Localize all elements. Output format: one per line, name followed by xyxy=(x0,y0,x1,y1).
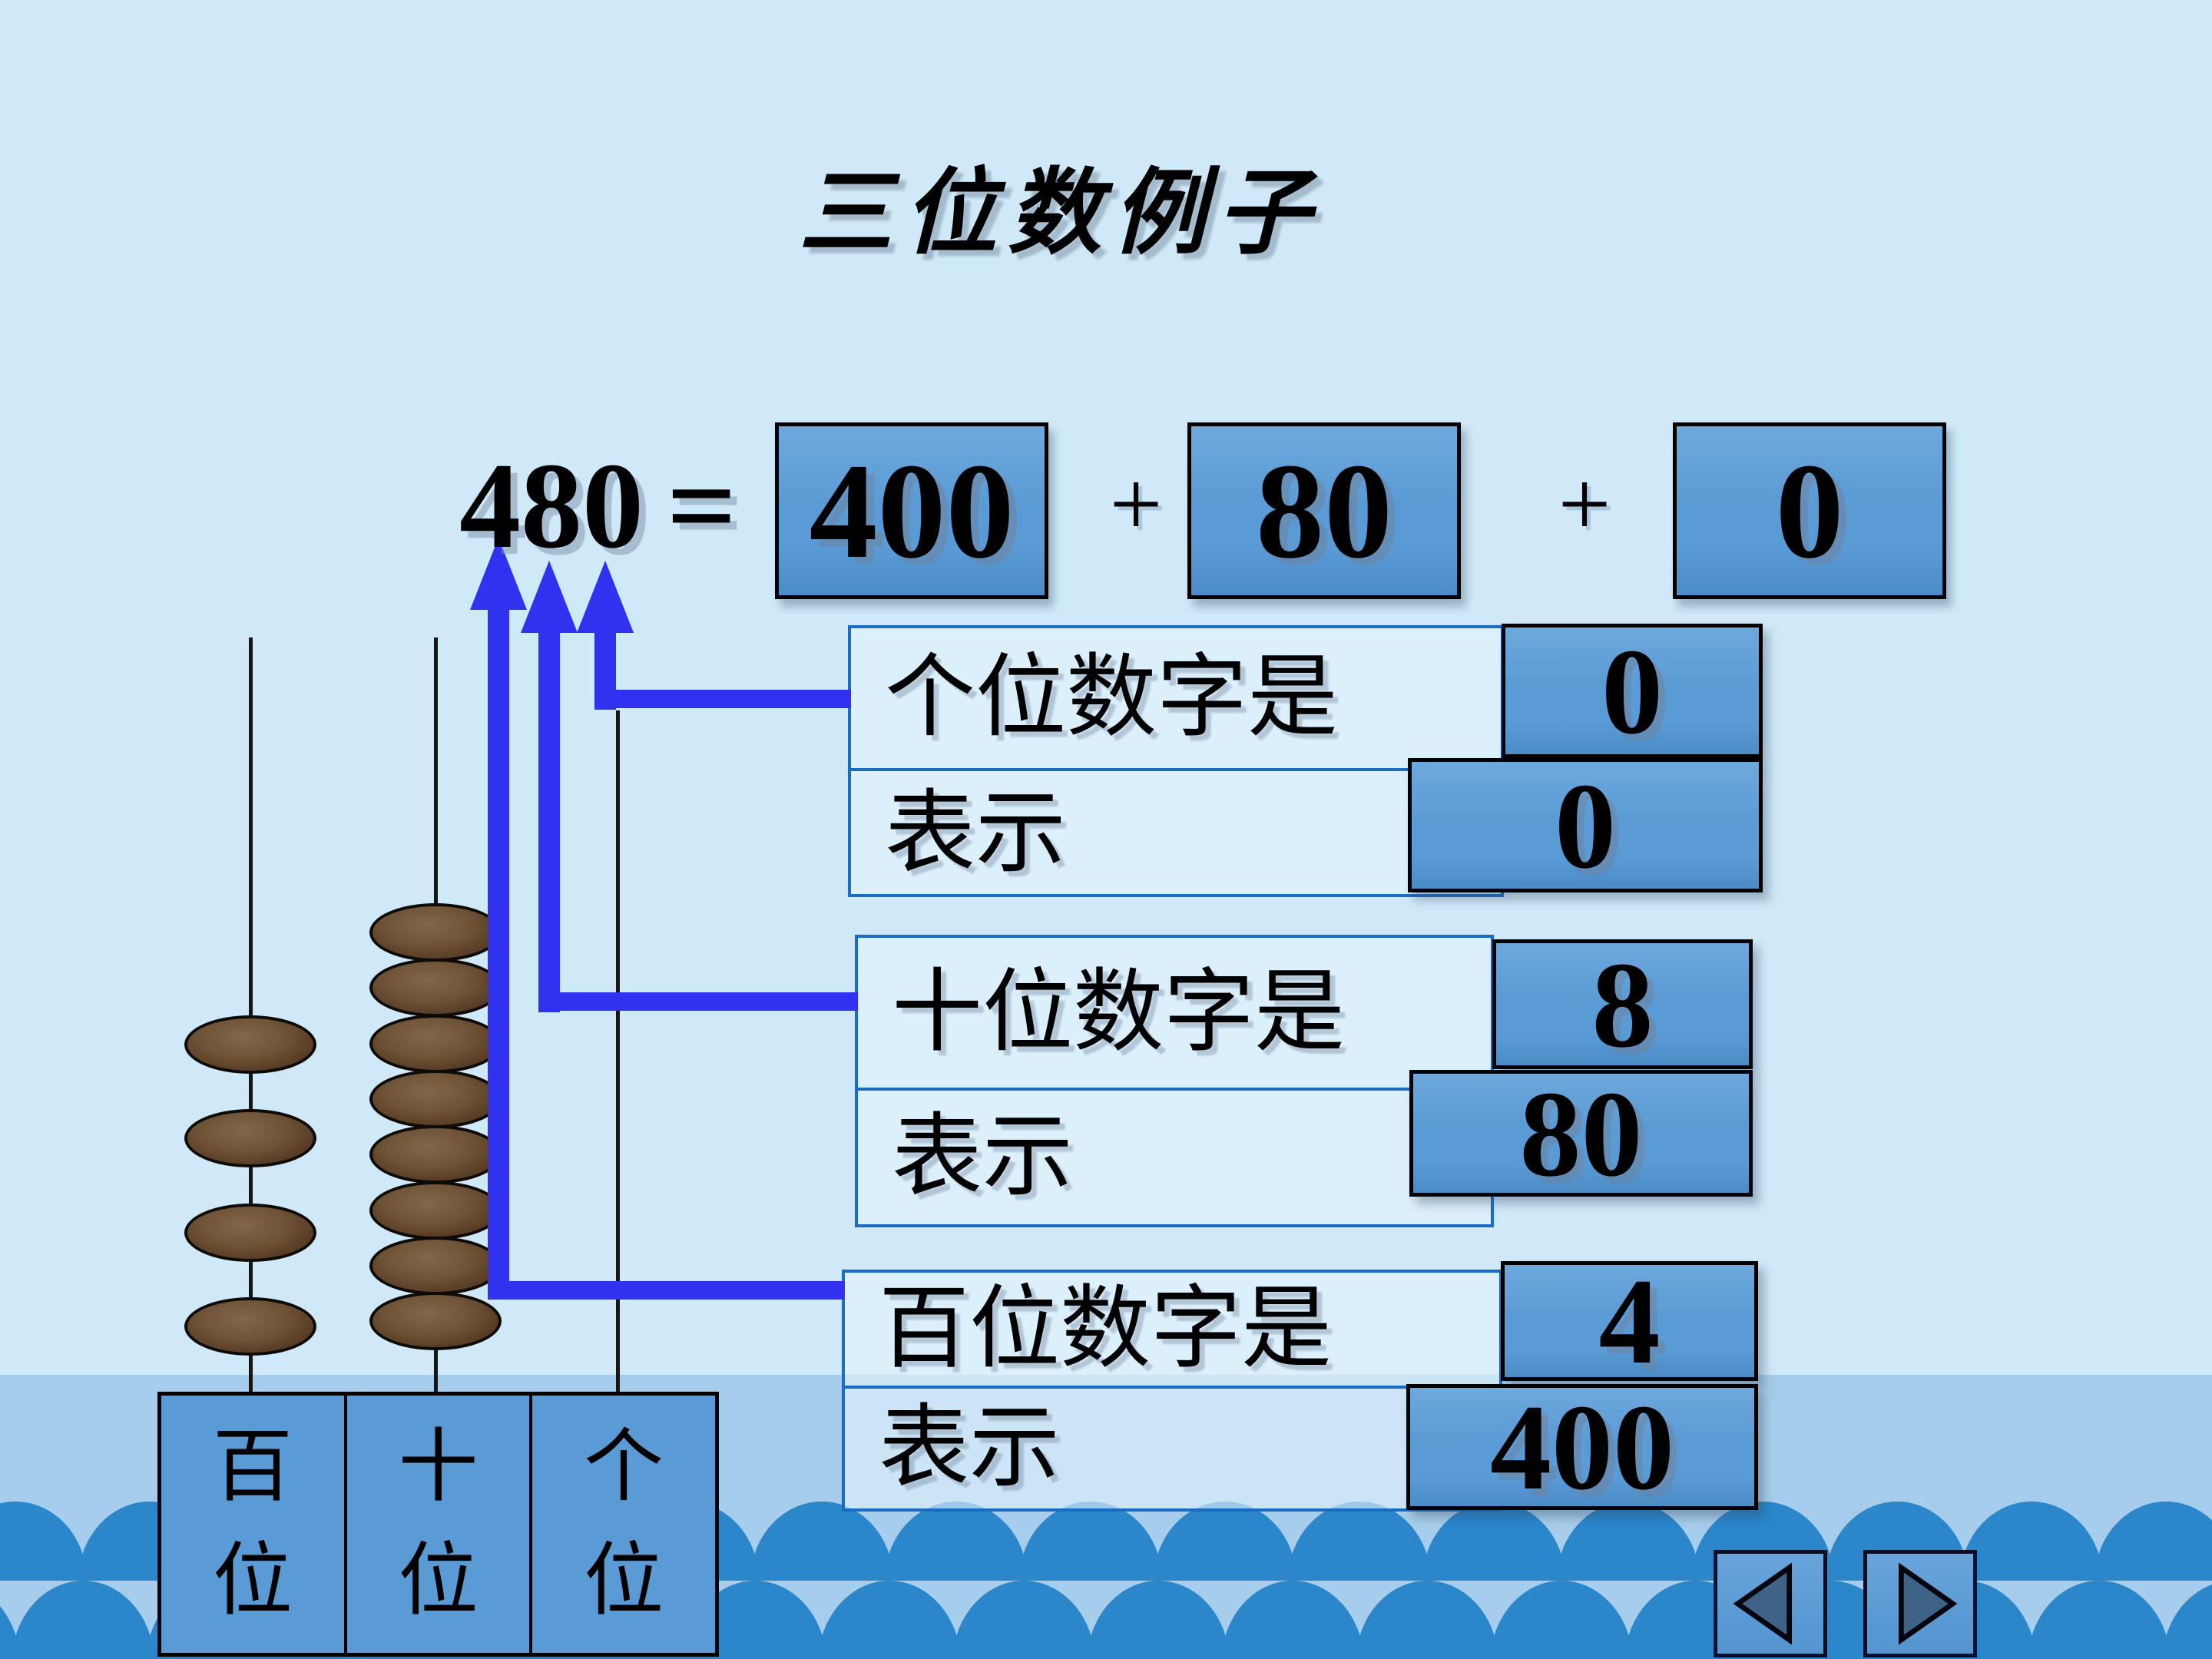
hundreds-digit-label: 百位数字是 xyxy=(879,1278,1333,1379)
tens-arrow-shaft xyxy=(538,630,560,1012)
place-char: 位 xyxy=(212,1536,293,1625)
tens-digit-row: 十位数字是 xyxy=(858,938,1491,1088)
place-char: 个 xyxy=(584,1422,664,1512)
tens-digit-value-box: 8 xyxy=(1492,939,1753,1069)
tens-arrow-icon xyxy=(521,561,578,633)
place-char: 位 xyxy=(584,1536,664,1625)
hundreds-represents-value-box: 400 xyxy=(1406,1384,1758,1510)
abacus-bead xyxy=(369,903,502,962)
hundreds-arrow-connector xyxy=(488,1281,845,1300)
term-box-hundreds: 400 xyxy=(775,422,1048,599)
next-slide-button[interactable] xyxy=(1863,1550,1977,1657)
abacus-bead xyxy=(369,959,502,1017)
abacus-bead xyxy=(184,1297,316,1356)
ones-place-cell: 个 位 xyxy=(532,1396,715,1653)
place-label-box: 百 位 十 位 个 位 xyxy=(157,1392,719,1657)
represents-label: 表示 xyxy=(879,1398,1061,1498)
ones-digit-value: 0 xyxy=(1601,622,1663,760)
tens-represents-row: 表示 xyxy=(858,1088,1491,1224)
plus-sign: + xyxy=(1109,452,1163,556)
plus-sign: + xyxy=(1558,452,1611,556)
term-value: 80 xyxy=(1256,435,1392,587)
hundreds-represents-value: 400 xyxy=(1490,1379,1674,1515)
place-char: 位 xyxy=(398,1536,478,1625)
equation-lhs: 480 = xyxy=(459,444,737,567)
ones-explanation-box: 个位数字是 表示 xyxy=(848,625,1504,897)
hundreds-digit-value: 4 xyxy=(1598,1253,1661,1389)
tens-represents-value: 80 xyxy=(1519,1065,1643,1202)
tens-digit-value: 8 xyxy=(1591,935,1654,1073)
hundreds-place-cell: 百 位 xyxy=(161,1396,347,1653)
tens-arrow-connector xyxy=(538,992,858,1011)
hundreds-explanation-box: 百位数字是 表示 xyxy=(842,1270,1502,1512)
ones-represents-row: 表示 xyxy=(851,768,1501,897)
term-value: 400 xyxy=(809,435,1015,587)
hundreds-rod xyxy=(249,637,253,1392)
ones-represents-value-box: 0 xyxy=(1408,758,1763,892)
represents-label: 表示 xyxy=(892,1107,1074,1207)
term-box-ones: 0 xyxy=(1673,422,1946,599)
tens-explanation-box: 十位数字是 表示 xyxy=(855,935,1494,1227)
ones-represents-value: 0 xyxy=(1555,757,1616,894)
term-box-tens: 80 xyxy=(1187,422,1461,599)
back-triangle-icon xyxy=(1733,1562,1792,1645)
hundreds-arrow-icon xyxy=(470,538,527,610)
abacus-bead xyxy=(184,1204,316,1262)
tens-digit-label: 十位数字是 xyxy=(892,962,1346,1063)
abacus-bead xyxy=(369,1125,502,1184)
represents-label: 表示 xyxy=(885,783,1067,884)
tens-represents-value-box: 80 xyxy=(1409,1070,1753,1197)
page-title: 三位数例子 xyxy=(799,162,1321,266)
ones-digit-label: 个位数字是 xyxy=(885,647,1339,748)
abacus-bead xyxy=(369,1292,502,1350)
abacus-bead xyxy=(369,1237,502,1295)
term-value: 0 xyxy=(1775,435,1844,587)
ones-digit-value-box: 0 xyxy=(1502,624,1763,758)
tens-place-cell: 十 位 xyxy=(347,1396,533,1653)
ones-digit-row: 个位数字是 xyxy=(851,628,1501,768)
hundreds-digit-row: 百位数字是 xyxy=(845,1273,1499,1386)
abacus-bead xyxy=(369,1181,502,1240)
equation-number: 480 xyxy=(459,437,644,574)
hundreds-arrow-shaft xyxy=(488,607,509,1300)
ones-arrow-connector xyxy=(594,690,851,708)
forward-triangle-icon xyxy=(1899,1562,1958,1645)
abacus-bead xyxy=(184,1109,316,1167)
prev-slide-button[interactable] xyxy=(1714,1550,1827,1657)
ones-rod xyxy=(616,710,620,1392)
equals-sign: = xyxy=(667,437,737,574)
abacus-bead xyxy=(184,1015,316,1074)
place-char: 百 xyxy=(212,1422,293,1512)
ones-arrow-icon xyxy=(577,561,634,633)
place-char: 十 xyxy=(398,1422,478,1512)
hundreds-digit-value-box: 4 xyxy=(1501,1253,1758,1389)
abacus-bead xyxy=(369,1070,502,1128)
hundreds-represents-row: 表示 xyxy=(845,1386,1499,1508)
abacus-bead xyxy=(369,1015,502,1073)
